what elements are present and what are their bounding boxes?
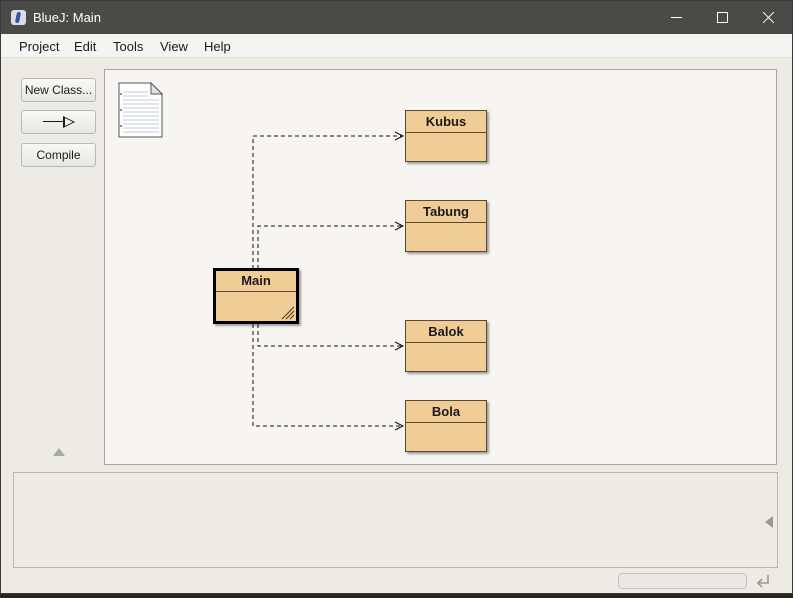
minimize-icon (670, 17, 682, 18)
collapse-left-icon[interactable] (765, 516, 773, 528)
class-main[interactable]: Main (213, 268, 299, 324)
class-name: Kubus (406, 111, 486, 133)
new-class-button[interactable]: New Class... (21, 78, 96, 102)
maximize-button[interactable] (699, 1, 745, 34)
readme-document-icon[interactable] (117, 82, 163, 138)
class-name: Tabung (406, 201, 486, 223)
status-message-field (618, 573, 747, 589)
class-bola[interactable]: Bola (405, 400, 487, 452)
class-name: Bola (406, 401, 486, 423)
new-inheritance-button[interactable] (21, 110, 96, 134)
dependency-main-tabung (257, 225, 402, 269)
return-icon[interactable] (753, 571, 773, 591)
title-bar[interactable]: BlueJ: Main (1, 1, 792, 34)
close-icon (762, 11, 775, 24)
menu-edit[interactable]: Edit (74, 39, 97, 54)
object-bench[interactable] (13, 472, 778, 568)
class-diagram-canvas[interactable]: Main Kubus Tabung Balok Bola (104, 69, 777, 465)
close-button[interactable] (745, 1, 791, 34)
class-kubus[interactable]: Kubus (405, 110, 487, 162)
class-name: Balok (406, 321, 486, 343)
dependency-main-kubus (252, 135, 402, 269)
inheritance-arrow-icon (42, 116, 75, 128)
minimize-button[interactable] (653, 1, 699, 34)
expand-up-icon[interactable] (53, 448, 65, 456)
menu-view[interactable]: View (160, 39, 188, 54)
menu-help[interactable]: Help (204, 39, 231, 54)
class-tabung[interactable]: Tabung (405, 200, 487, 252)
maximize-icon (716, 12, 728, 23)
menu-tools[interactable]: Tools (113, 39, 144, 54)
bluej-app-icon (11, 10, 26, 25)
menu-bar: Project Edit Tools View Help (1, 34, 792, 58)
dependency-main-balok (257, 324, 402, 347)
compile-button[interactable]: Compile (21, 143, 96, 167)
class-balok[interactable]: Balok (405, 320, 487, 372)
window-title: BlueJ: Main (33, 10, 101, 25)
tool-panel: New Class... Compile (13, 70, 103, 466)
dependency-main-bola (252, 324, 402, 427)
menu-project[interactable]: Project (19, 39, 60, 54)
resize-grip-icon[interactable] (279, 304, 295, 320)
dependency-arrows (252, 131, 405, 431)
class-name: Main (216, 271, 296, 292)
